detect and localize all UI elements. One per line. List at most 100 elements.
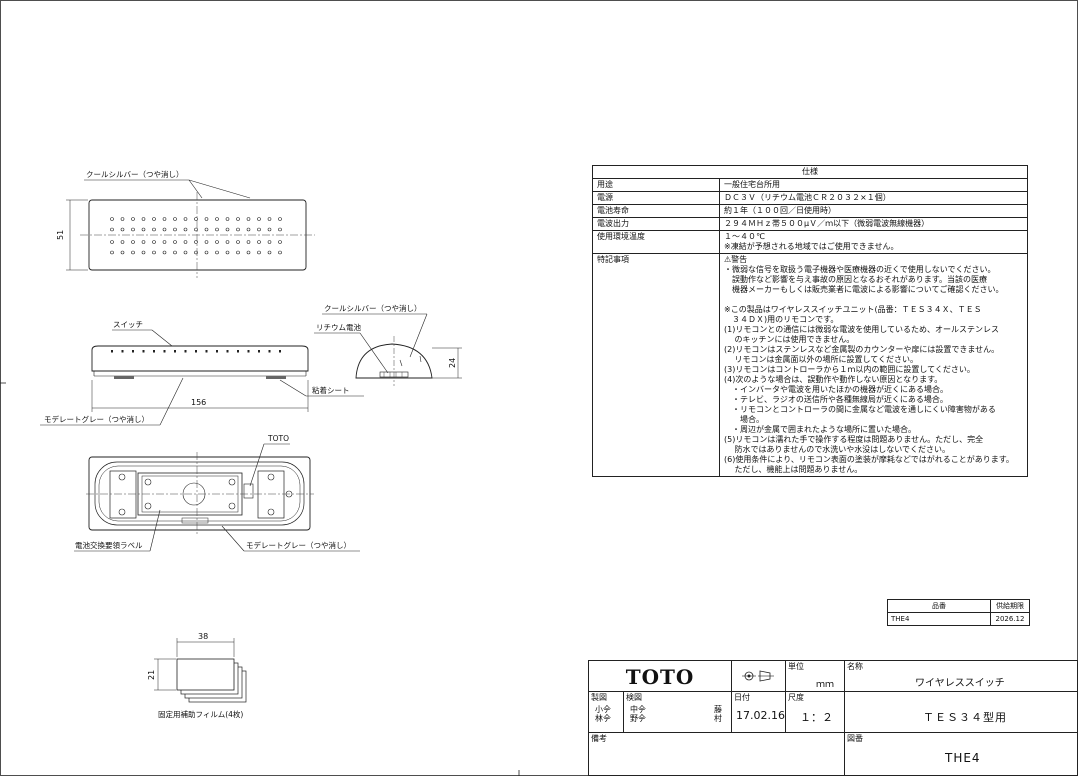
date-cell: 日付 17.02.16 [731,691,786,733]
spec-row: 用途一般住宅台所用 [592,178,1028,192]
side-hole-mark [216,350,218,353]
scale-label: 尺度 [788,693,804,702]
spec-value-line [724,295,1023,305]
button-hole [278,227,282,232]
spec-value: １～４０℃※凍結が予想される地域ではご使用できません。 [719,230,1028,254]
button-hole [152,217,156,221]
button-hole [131,240,135,244]
toto-logo: TOTO [625,665,695,689]
unit-label: 単位 [788,662,804,671]
spec-value-line: ※凍結が予想される地域ではご使用できません。 [724,242,899,251]
side-view: スイッチ モデレートグレー（つや消し） 156 粘着シート [40,320,364,426]
button-hole [183,240,188,244]
spec-value-line: 場合。 [724,415,764,424]
side-hole-mark [163,350,166,353]
side-hole-mark [258,350,260,353]
bottom-finish-label: モデレートグレー（つや消し） [246,540,351,550]
date-label: 日付 [734,693,750,702]
spec-value: 一般住宅台所用 [719,178,1028,192]
button-hole [173,217,177,221]
spec-value-line: (3)リモコンはコントローラから１ｍ以内の範囲に設置してください。 [724,365,975,374]
product-col-part: 品番 [887,599,991,613]
unit-value: ｍｍ [816,680,835,690]
spec-value-line: ・インバータや電波を用いたほかの機器が近くにある場合。 [724,385,948,394]
top-view: クールシルバー（つや消し） 51 [56,169,315,278]
side-hole-mark [237,350,239,353]
unit-cell: 単位 ｍｍ [785,660,845,692]
spec-header: 仕様 [592,165,1028,179]
button-hole [215,250,219,255]
spec-value-line: (6)使用条件により、リモコン表面の塗装が摩耗などではがれることがあります。 [724,455,1014,464]
bottom-battery-label: 電池交換要領ラベル [75,540,143,550]
spec-value-line: のキッチンには使用できません。 [724,335,855,344]
side-hole-mark [195,350,197,353]
check-cell: 検図 中𫝆 野𫝆 藤 村 [623,691,732,733]
button-hole [141,217,146,221]
spec-label: 電源 [592,191,720,205]
name-cell: 名称 ワイヤレススイッチ [844,660,1078,692]
button-hole [236,217,240,221]
button-hole [183,217,188,221]
spec-value-line: ・微弱な信号を取扱う電子機器や医療機器の近くで使用しないでください。 [724,265,996,274]
made-label: 製図 [591,693,607,702]
spec-row: 電波出力 ２９４ＭＨｚ帯５００μＶ／ｍ以下（微弱電波無線機器） [592,217,1028,231]
button-hole [173,227,177,232]
end-height-dim: 24 [448,358,457,368]
spec-value-line: (5)リモコンは濡れた手で操作する程度は問題ありません。ただし、完全 [724,435,984,444]
button-hole [120,240,125,244]
check-label: 検図 [626,693,642,702]
button-hole [131,227,135,232]
spec-value-line: 防水ではありませんので水洗いや水没はしないでください。 [724,445,951,454]
end-finish-label: クールシルバー（つや消し） [324,303,422,313]
spec-value: 約１年（１００回／日使用時） [719,204,1028,218]
button-hole [278,217,282,221]
spec-row: 特記事項⚠警告・微弱な信号を取扱う電子機器や医療機器の近くで使用しないでください… [592,253,1028,477]
end-view: クールシルバー（つや消し） リチウム電池 24 [314,303,462,386]
button-hole [215,240,219,244]
button-hole [162,240,167,244]
button-hole [131,217,135,221]
button-hole [162,250,167,255]
button-hole [173,250,177,255]
model-value: ＴＥＳ３４型用 [923,711,1007,724]
scale-value: １：２ [800,711,833,724]
top-finish-label: クールシルバー（つや消し） [86,169,184,179]
button-hole [141,250,146,255]
button-hole [267,250,272,255]
check-by-2: 藤 村 [714,705,722,723]
projection-symbol-icon [742,670,774,682]
button-hole [225,227,230,232]
button-hole [225,217,230,221]
button-hole [267,240,272,244]
button-hole [183,227,188,232]
side-finish-label: モデレートグレー（つや消し） [44,414,149,424]
side-hole-mark [111,350,113,353]
side-hole-mark [121,350,124,353]
remarks-cell: 備考 [588,732,845,776]
button-hole [204,250,209,255]
remarks-label: 備考 [591,734,607,743]
drawing-no-label: 図番 [847,734,863,743]
spec-label: 電池寿命 [592,204,720,218]
button-hole [110,217,114,221]
bottom-brand-label: TOTO [267,434,289,443]
button-hole [236,240,240,244]
button-hole [120,227,125,232]
model-cell: ＴＥＳ３４型用 [844,691,1078,733]
spec-value-line: 一般住宅台所用 [724,180,780,189]
product-part: THE4 [887,612,991,626]
end-battery-label: リチウム電池 [316,322,361,332]
spec-value-line: ・テレビ、ラジオの送信所や各種無線局が近くにある場合。 [724,395,948,404]
button-hole [120,217,125,221]
side-hole-mark [205,350,208,353]
button-hole [152,227,156,232]
button-hole [183,250,188,255]
spec-label: 電波出力 [592,217,720,231]
button-hole [278,240,282,244]
button-hole-pattern [110,217,282,255]
film-width-dim: 38 [198,632,208,641]
spec-value-line: ２９４ＭＨｚ帯５００μＶ／ｍ以下（微弱電波無線機器） [724,219,930,228]
spec-value: ⚠警告・微弱な信号を取扱う電子機器や医療機器の近くで使用しないでください。 誤動… [719,253,1028,477]
